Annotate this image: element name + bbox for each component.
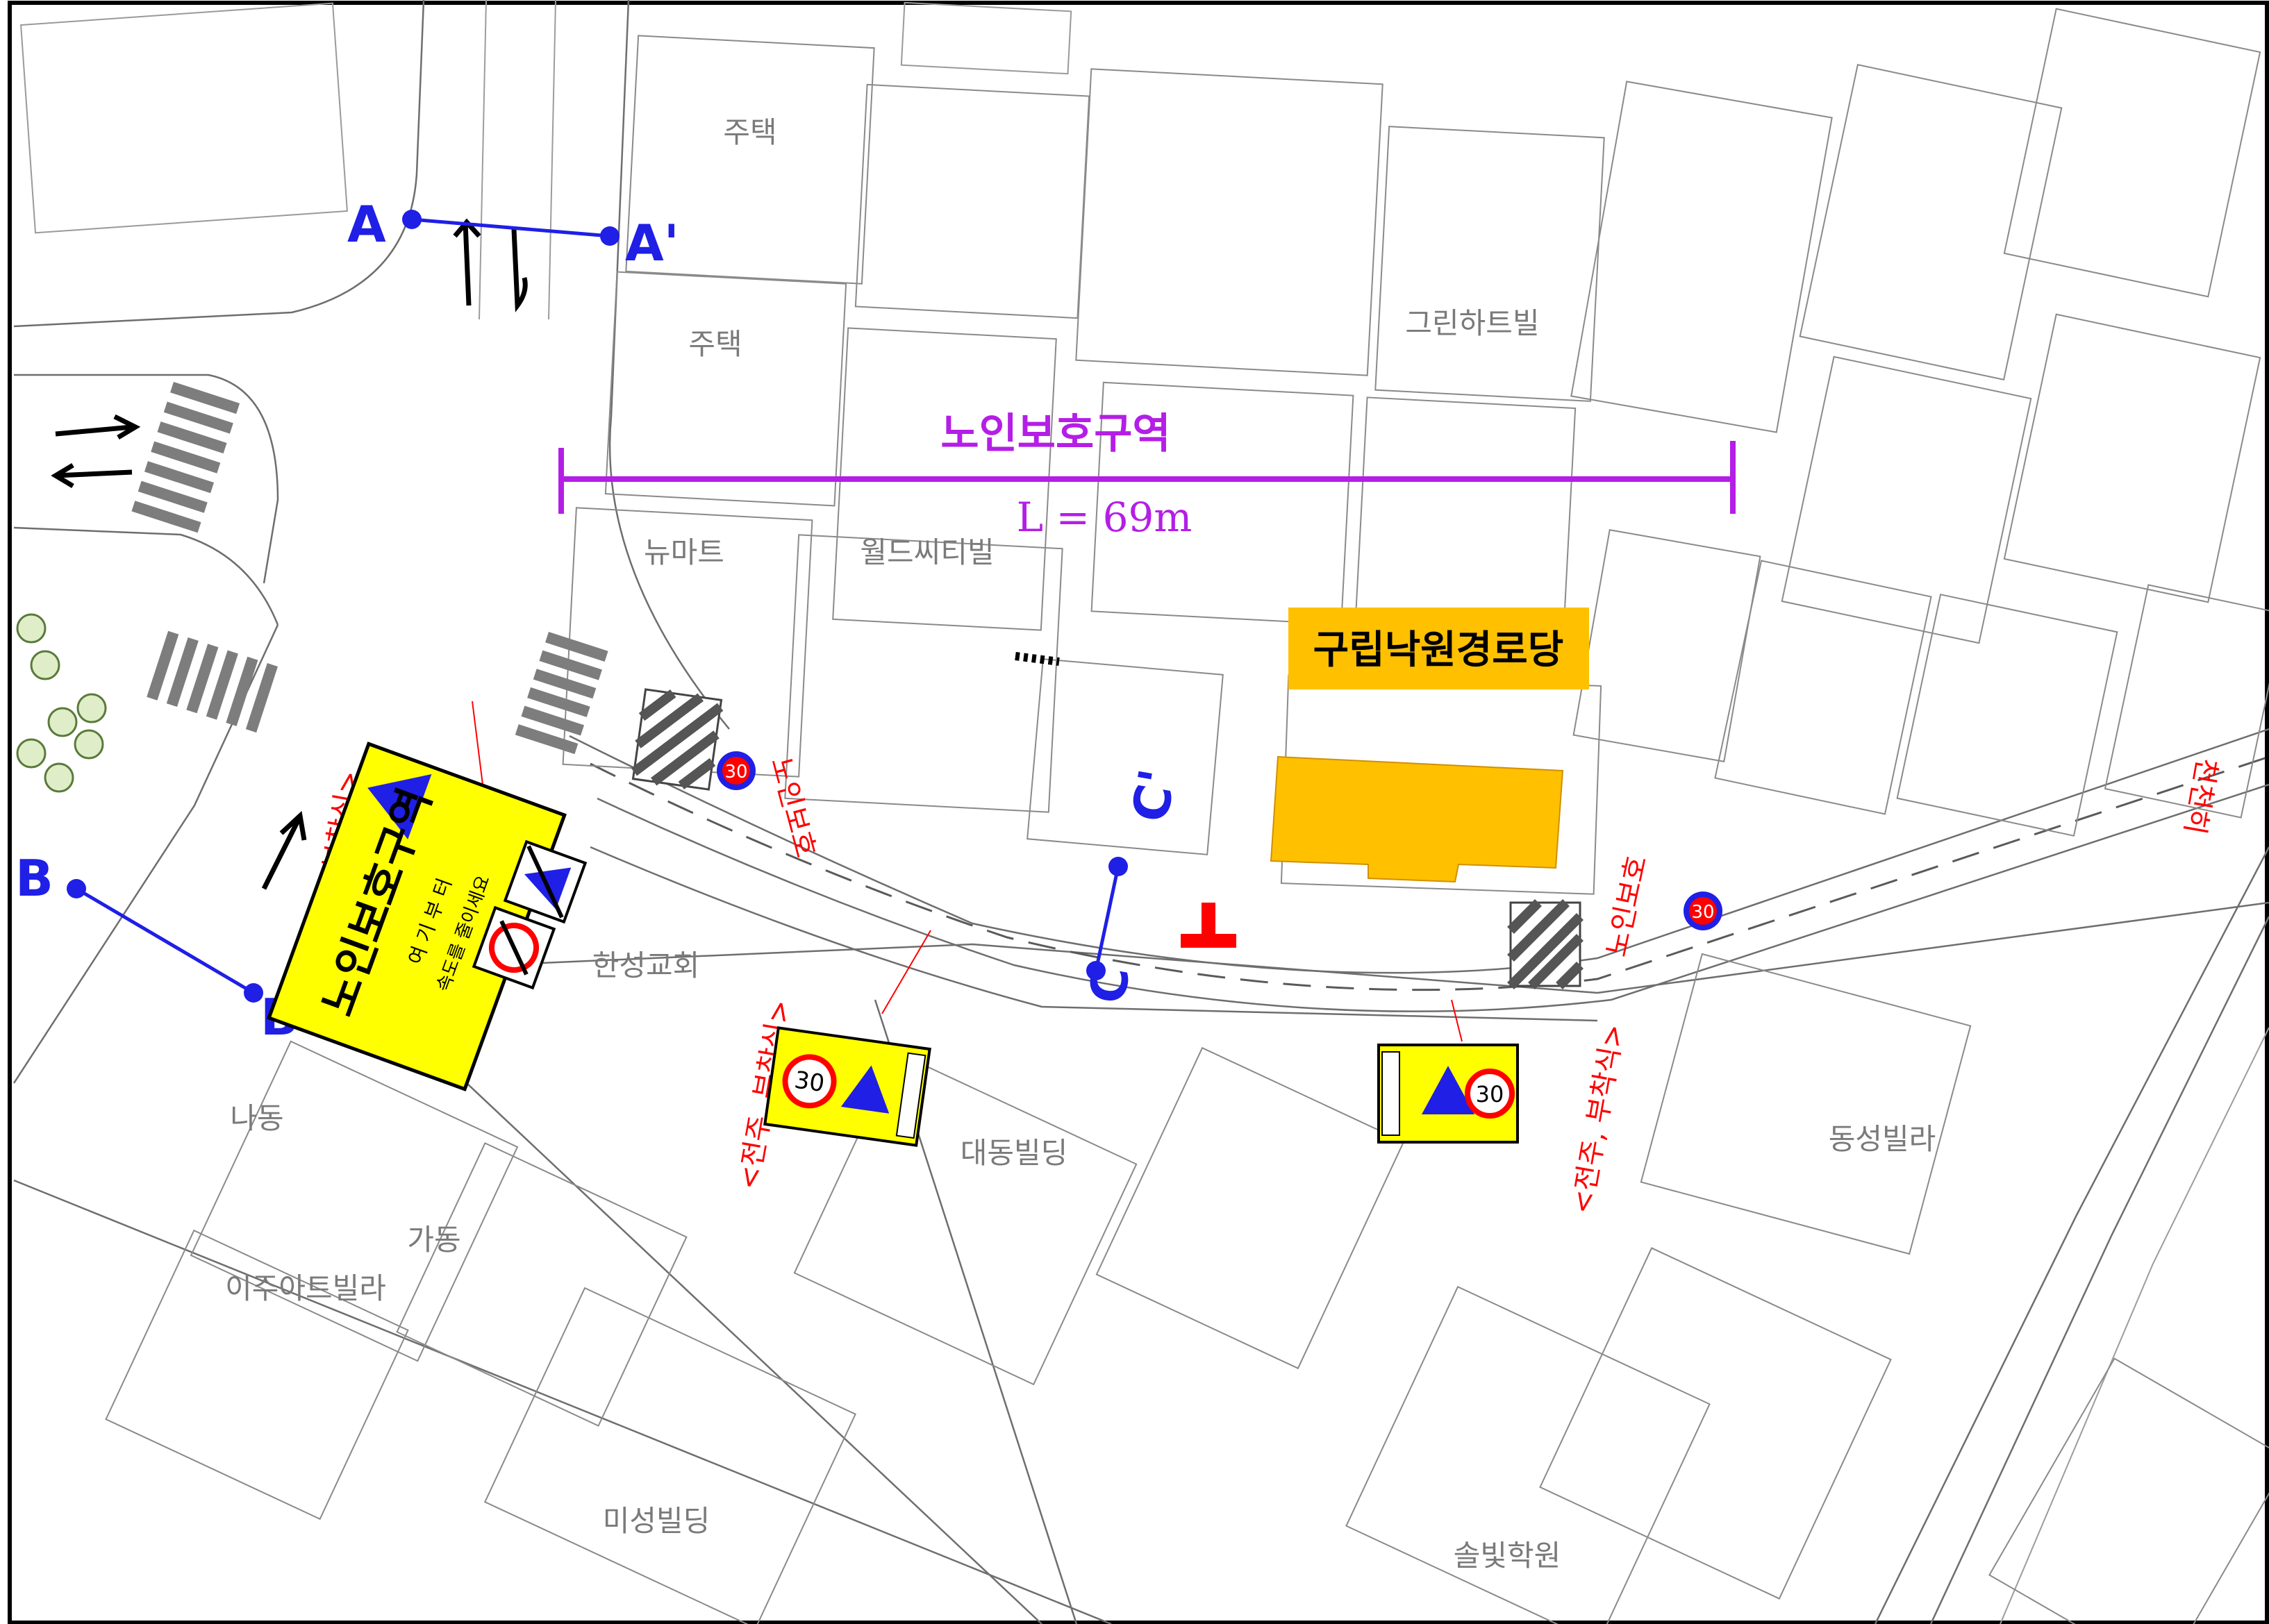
road-network [13,0,2269,1624]
senior-center-label: 구립낙원경로당 [1313,628,1564,673]
zone-title: 노인보호구역 [940,410,1170,458]
senior-center-label-box [1288,608,1589,689]
zone-length: L = 69m [1017,494,1192,541]
section-c-label: C [1077,962,1141,1008]
road-marking-text: 천천히 [2178,755,2222,837]
building-name: 주택 [688,327,742,361]
hatch-zones [631,688,1584,989]
lane-arrows [51,218,528,890]
section-a-prime-label: A' [625,214,679,272]
building-names: 주택 주택 그린하트빌 뉴마트 월드씨티빌 한성교회 대동빌딩 동성빌라 나동 … [225,115,1936,1573]
map-frame [8,1,2269,1624]
zone-extent-bar [558,441,1736,514]
svg-text:30: 30 [1691,902,1714,923]
building-name: 동성빌라 [1829,1122,1936,1156]
svg-text:30: 30 [792,1066,826,1098]
trees [16,613,107,793]
zone-sign-middle: 30 [763,1026,931,1147]
no-entry-sign [472,905,556,990]
section-c-prime-label: C' [1120,765,1187,826]
svg-text:30: 30 [724,762,747,782]
building-name: 뉴마트 [644,535,724,569]
building-name: 한성교회 [592,948,700,982]
section-a-label: A [347,195,386,253]
install-note: <전주, 부착식> [1566,1021,1631,1216]
curb-mark [1015,652,1060,666]
large-zone-sign: 노인보호구역 여 기 부 터 속도를 줄이세요 [267,742,567,1091]
building-name: 가동 [407,1223,460,1257]
leader-lines [472,701,1463,1042]
building-name: 나동 [230,1101,283,1135]
building-name: 그린하트빌 [1405,306,1539,340]
section-lines [67,210,1128,1003]
svg-text:30: 30 [1476,1081,1504,1107]
building-name: 대동빌딩 [961,1136,1068,1170]
stop-line-mark [1181,903,1236,948]
senior-center-building [1270,755,1564,883]
building-name: 월드씨티빌 [860,535,994,569]
building-name: 솔빛학원 [1454,1539,1561,1573]
speed-30-road-markings: 30 30 [717,751,1722,930]
building-name: 미성빌딩 [603,1504,710,1538]
building-outlines [20,1,2269,1624]
building-name: 이주아트빌라 [225,1271,386,1305]
building-name: 주택 [723,115,776,149]
pedestrian-warning-sign [503,839,588,924]
crosswalks [131,382,608,755]
road-marking-text: 노인보호 [764,754,822,861]
section-b-label: B [15,849,53,907]
road-marking-text: 노인보호 [1601,853,1654,960]
zone-sign-right: 30 [1377,1044,1519,1144]
